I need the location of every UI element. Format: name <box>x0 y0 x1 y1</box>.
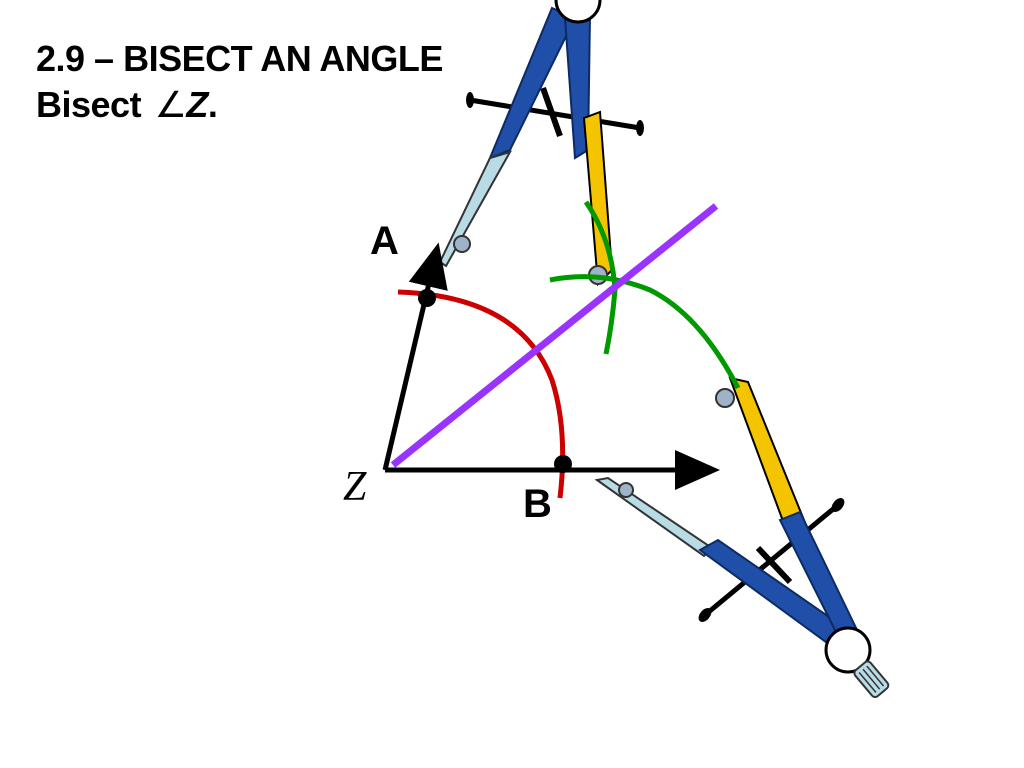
slide-title: 2.9 – BISECT AN ANGLE Bisect ∠Z. <box>36 36 443 128</box>
arc-from-a <box>549 274 741 390</box>
title-line-1: 2.9 – BISECT AN ANGLE <box>36 38 443 79</box>
label-point-b: B <box>523 482 552 526</box>
title-bisect-text: Bisect <box>36 84 151 125</box>
angle-bisector <box>390 203 719 468</box>
point-b-dot <box>554 455 572 473</box>
compass-icon <box>594 376 890 699</box>
label-vertex-z: Z <box>343 464 367 510</box>
point-a-dot <box>418 289 436 307</box>
arc-from-z <box>397 289 566 499</box>
compass-icon <box>438 0 644 287</box>
title-period: . <box>207 84 218 125</box>
label-point-a: A <box>370 219 399 263</box>
title-line-2: Bisect ∠Z. <box>36 82 443 128</box>
angle-symbol: ∠ <box>154 84 187 125</box>
angle-variable: Z <box>186 84 208 125</box>
